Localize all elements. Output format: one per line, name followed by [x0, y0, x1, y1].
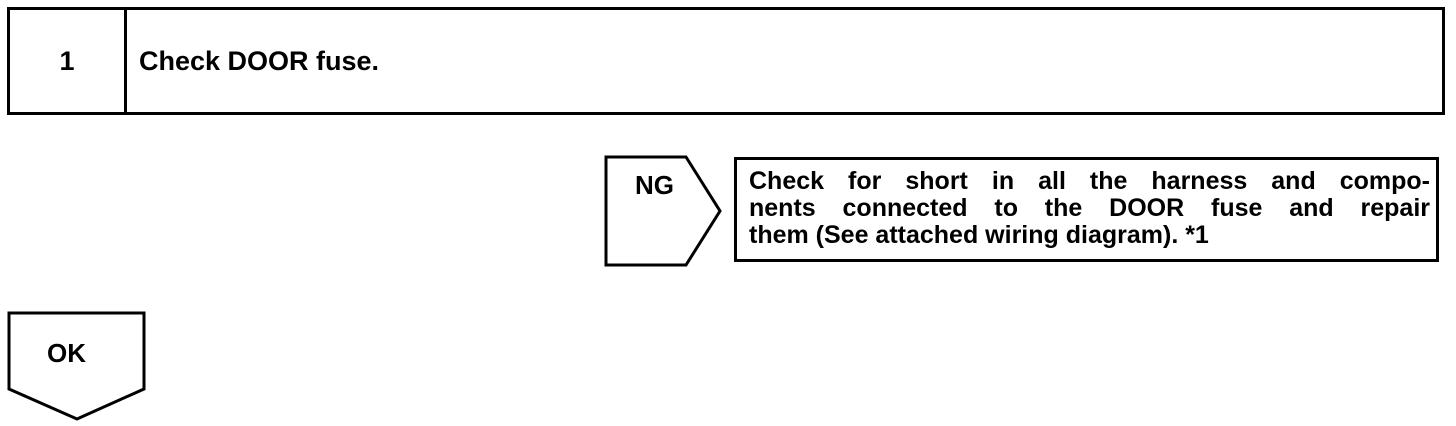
ng-action-box: Check for short in all the harness and c…	[734, 157, 1439, 262]
step-number: 1	[10, 10, 127, 112]
ng-action-line: them (See attached wiring diagram). *1	[749, 221, 1209, 249]
ng-label: NG	[635, 170, 674, 200]
ok-arrow-icon	[7, 311, 146, 421]
ng-action-line: Check for short in all the harness and c…	[749, 167, 1430, 195]
ng-arrow-icon	[604, 155, 722, 267]
step-title: Check DOOR fuse.	[139, 45, 380, 76]
ok-label: OK	[47, 338, 86, 368]
step-header: 1 Check DOOR fuse.	[7, 7, 1445, 115]
ng-action-line: nents connected to the DOOR fuse and rep…	[749, 194, 1430, 222]
